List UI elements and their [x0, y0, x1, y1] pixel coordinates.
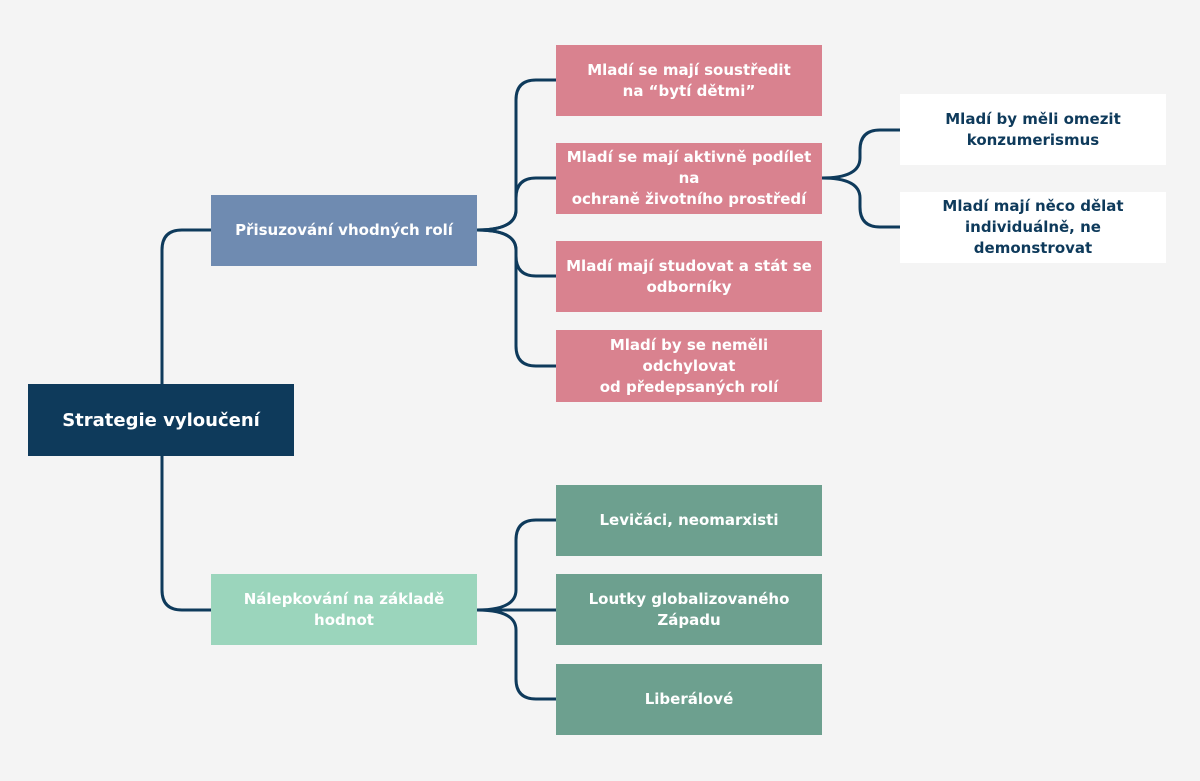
leaf-node-label: Mladí mají studovat a stát se odborníky	[566, 256, 812, 296]
root-node-label: Strategie vyloučení	[62, 409, 260, 431]
branch-node-labels-label: Nálepkování na základě hodnot	[243, 589, 445, 629]
branch-node-labels[interactable]: Nálepkování na základě hodnot	[211, 574, 477, 645]
leaf-node-roles-4[interactable]: Mladí by se neměli odchylovat od předeps…	[556, 330, 822, 402]
leaf-node-label: Liberálové	[644, 690, 734, 708]
leaf-node-label: Mladí se mají soustředit na “bytí dětmi”	[587, 60, 791, 100]
connector-root-roles	[160, 228, 213, 386]
leaf-node-label: Mladí by se neměli odchylovat od předeps…	[599, 335, 779, 396]
connector-leaf2-sub-1	[820, 128, 902, 180]
branch-node-roles[interactable]: Přisuzování vhodných rolí	[211, 195, 477, 266]
leaf-node-labels-3[interactable]: Liberálové	[556, 664, 822, 735]
connector-labels-leaf-1	[475, 518, 558, 612]
leaf-node-label: Levičáci, neomarxisti	[599, 511, 779, 529]
leaf-node-labels-2[interactable]: Loutky globalizovaného Západu	[556, 574, 822, 645]
leaf-node-labels-1[interactable]: Levičáci, neomarxisti	[556, 485, 822, 556]
root-node[interactable]: Strategie vyloučení	[28, 384, 294, 456]
connector-roles-leaf-2	[475, 176, 558, 232]
sub-leaf-node-label: Mladí by měli omezit konzumerismus	[945, 109, 1121, 149]
sub-leaf-node-1[interactable]: Mladí by měli omezit konzumerismus	[900, 94, 1166, 165]
branch-node-roles-label: Přisuzování vhodných rolí	[235, 221, 453, 239]
connector-roles-leaf-4	[475, 228, 558, 368]
connector-leaf2-sub-2	[820, 176, 902, 229]
leaf-node-label: Mladí se mají aktivně podílet na ochraně…	[566, 148, 812, 208]
leaf-node-label: Loutky globalizovaného Západu	[588, 589, 790, 629]
sub-leaf-node-label: Mladí mají něco dělat individuálně, ne d…	[942, 197, 1124, 257]
leaf-node-roles-3[interactable]: Mladí mají studovat a stát se odborníky	[556, 241, 822, 312]
sub-leaf-node-2[interactable]: Mladí mají něco dělat individuálně, ne d…	[900, 192, 1166, 263]
connector-labels-leaf-3	[475, 608, 558, 701]
connector-root-labels	[160, 454, 213, 612]
leaf-node-roles-1[interactable]: Mladí se mají soustředit na “bytí dětmi”	[556, 45, 822, 116]
leaf-node-roles-2[interactable]: Mladí se mají aktivně podílet na ochraně…	[556, 143, 822, 214]
